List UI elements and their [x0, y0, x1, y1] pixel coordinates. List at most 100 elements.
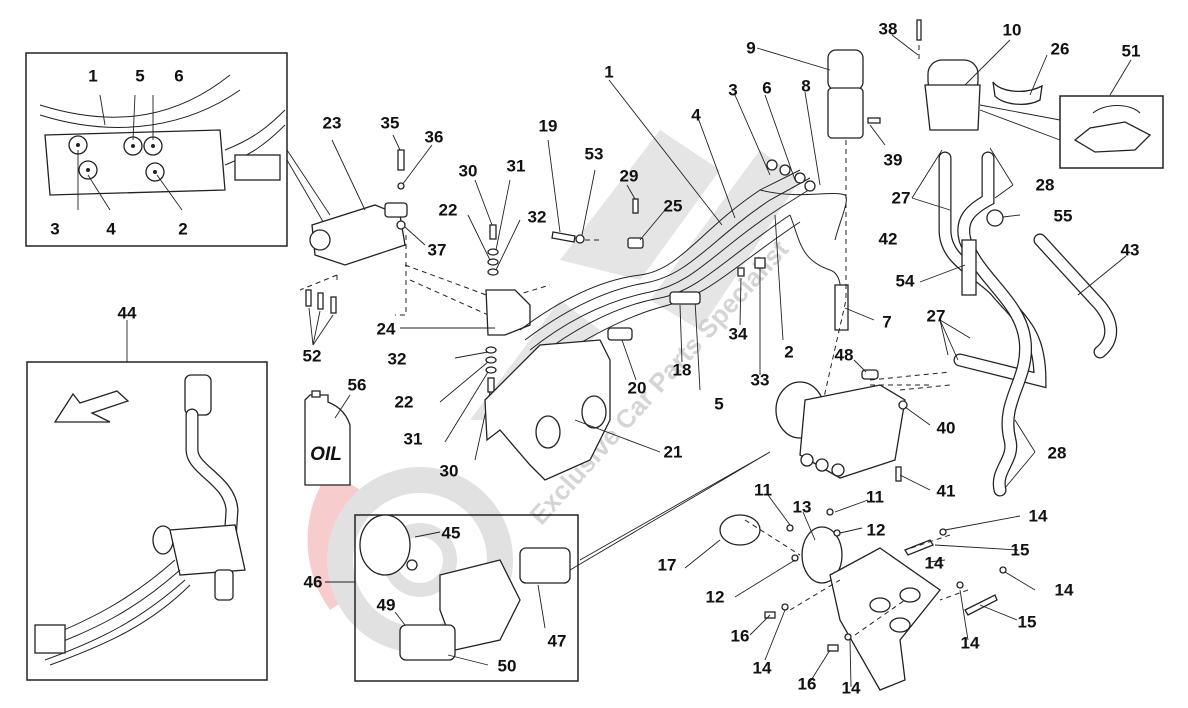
- part-21-mount: [484, 339, 661, 481]
- callout[interactable]: 48: [834, 345, 854, 365]
- callout[interactable]: 1: [88, 66, 98, 86]
- callout[interactable]: 43: [1120, 240, 1140, 260]
- callout[interactable]: 14: [752, 658, 772, 678]
- callout[interactable]: 4: [106, 219, 116, 239]
- callout[interactable]: 53: [584, 144, 604, 164]
- callout[interactable]: 3: [50, 219, 60, 239]
- part-13-band: [801, 526, 843, 584]
- valve-body: [775, 359, 931, 491]
- actuator-kit-drawing: [325, 514, 571, 666]
- clamp-icon: [1073, 121, 1152, 153]
- callout[interactable]: 28: [1035, 175, 1055, 195]
- part-18-clip: [669, 291, 701, 305]
- callout[interactable]: 14: [960, 633, 980, 653]
- callout[interactable]: 14: [1054, 580, 1074, 600]
- callout[interactable]: 47: [547, 631, 567, 651]
- callout[interactable]: 5: [714, 394, 724, 414]
- callout[interactable]: 55: [1053, 206, 1073, 226]
- callout[interactable]: 14: [1028, 506, 1048, 526]
- callout[interactable]: 14: [924, 553, 944, 573]
- inset-actuator-kit-frame: [354, 514, 579, 682]
- callout[interactable]: 28: [1047, 443, 1067, 463]
- callout[interactable]: 16: [730, 626, 750, 646]
- callout[interactable]: 30: [458, 161, 478, 181]
- callout[interactable]: 34: [728, 324, 748, 344]
- callout[interactable]: 7: [882, 312, 892, 332]
- callout[interactable]: 24: [376, 319, 396, 339]
- callout[interactable]: 37: [427, 240, 447, 260]
- assembly-drawing: [34, 374, 246, 666]
- callout[interactable]: 23: [322, 113, 342, 133]
- callout[interactable]: 10: [1002, 20, 1022, 40]
- callout[interactable]: 52: [302, 346, 322, 366]
- callout[interactable]: 29: [619, 166, 639, 186]
- callout[interactable]: 51: [1121, 41, 1141, 61]
- callout[interactable]: 8: [801, 76, 811, 96]
- callout[interactable]: 21: [663, 442, 683, 462]
- callout[interactable]: 18: [672, 360, 692, 380]
- callout[interactable]: 14: [841, 678, 861, 698]
- callout[interactable]: 33: [750, 370, 770, 390]
- callout[interactable]: 27: [891, 188, 911, 208]
- callout[interactable]: 25: [663, 196, 683, 216]
- part-33-clip: [754, 257, 766, 269]
- callout[interactable]: 30: [439, 461, 459, 481]
- part-20-clip: [607, 327, 633, 341]
- callout[interactable]: 15: [1010, 540, 1030, 560]
- callout[interactable]: 16: [797, 674, 817, 694]
- part-34-clip: [737, 267, 745, 277]
- inset-valve-block-frame: [25, 52, 288, 247]
- callout[interactable]: 39: [883, 150, 903, 170]
- callout[interactable]: 46: [303, 572, 323, 592]
- callout[interactable]: 38: [878, 19, 898, 39]
- callout[interactable]: 19: [538, 116, 558, 136]
- callout[interactable]: 6: [762, 78, 772, 98]
- callout[interactable]: 2: [178, 219, 188, 239]
- callout[interactable]: 31: [403, 429, 423, 449]
- callout[interactable]: 22: [438, 200, 458, 220]
- callout[interactable]: 17: [657, 555, 677, 575]
- callout[interactable]: 36: [424, 127, 444, 147]
- callout[interactable]: 31: [506, 156, 526, 176]
- callout[interactable]: 22: [394, 392, 414, 412]
- part-23-valve: [309, 139, 408, 266]
- callout[interactable]: 26: [1050, 39, 1070, 59]
- callout[interactable]: 13: [792, 497, 812, 517]
- callout[interactable]: 32: [387, 349, 407, 369]
- callout[interactable]: 1: [604, 62, 614, 82]
- oil-can-icon: [304, 394, 351, 486]
- inset-clamp-frame: [1059, 95, 1164, 169]
- callout[interactable]: 6: [174, 66, 184, 86]
- callout[interactable]: 5: [135, 66, 145, 86]
- callout[interactable]: 12: [866, 520, 886, 540]
- callout[interactable]: 40: [936, 418, 956, 438]
- part-9-accumulator: [756, 47, 886, 416]
- part-25-clip: [627, 237, 644, 249]
- oil-can-label: OIL: [310, 444, 342, 465]
- callout[interactable]: 44: [117, 303, 137, 323]
- callout[interactable]: 11: [754, 480, 772, 500]
- callout[interactable]: 20: [627, 378, 647, 398]
- callout[interactable]: 42: [878, 229, 898, 249]
- callout[interactable]: 27: [926, 306, 946, 326]
- callout[interactable]: 12: [705, 587, 725, 607]
- callout[interactable]: 49: [376, 595, 396, 615]
- callout[interactable]: 50: [497, 656, 517, 676]
- callout[interactable]: 3: [728, 80, 738, 100]
- callout[interactable]: 45: [441, 523, 461, 543]
- callout[interactable]: 15: [1017, 612, 1037, 632]
- callout[interactable]: 56: [347, 375, 367, 395]
- callout[interactable]: 4: [691, 105, 701, 125]
- callout[interactable]: 11: [866, 487, 884, 507]
- callout[interactable]: 2: [784, 342, 794, 362]
- callout[interactable]: 35: [380, 113, 400, 133]
- part-19-bolt: [547, 139, 600, 244]
- callout[interactable]: 9: [746, 38, 756, 58]
- part-29-bolt: [632, 198, 639, 214]
- callout[interactable]: 54: [895, 271, 915, 291]
- direction-arrow-icon: [53, 390, 130, 423]
- callout[interactable]: 41: [936, 481, 956, 501]
- part-10-reservoir: [891, 19, 1061, 141]
- part-24-bracket: [400, 179, 531, 461]
- callout[interactable]: 32: [527, 207, 547, 227]
